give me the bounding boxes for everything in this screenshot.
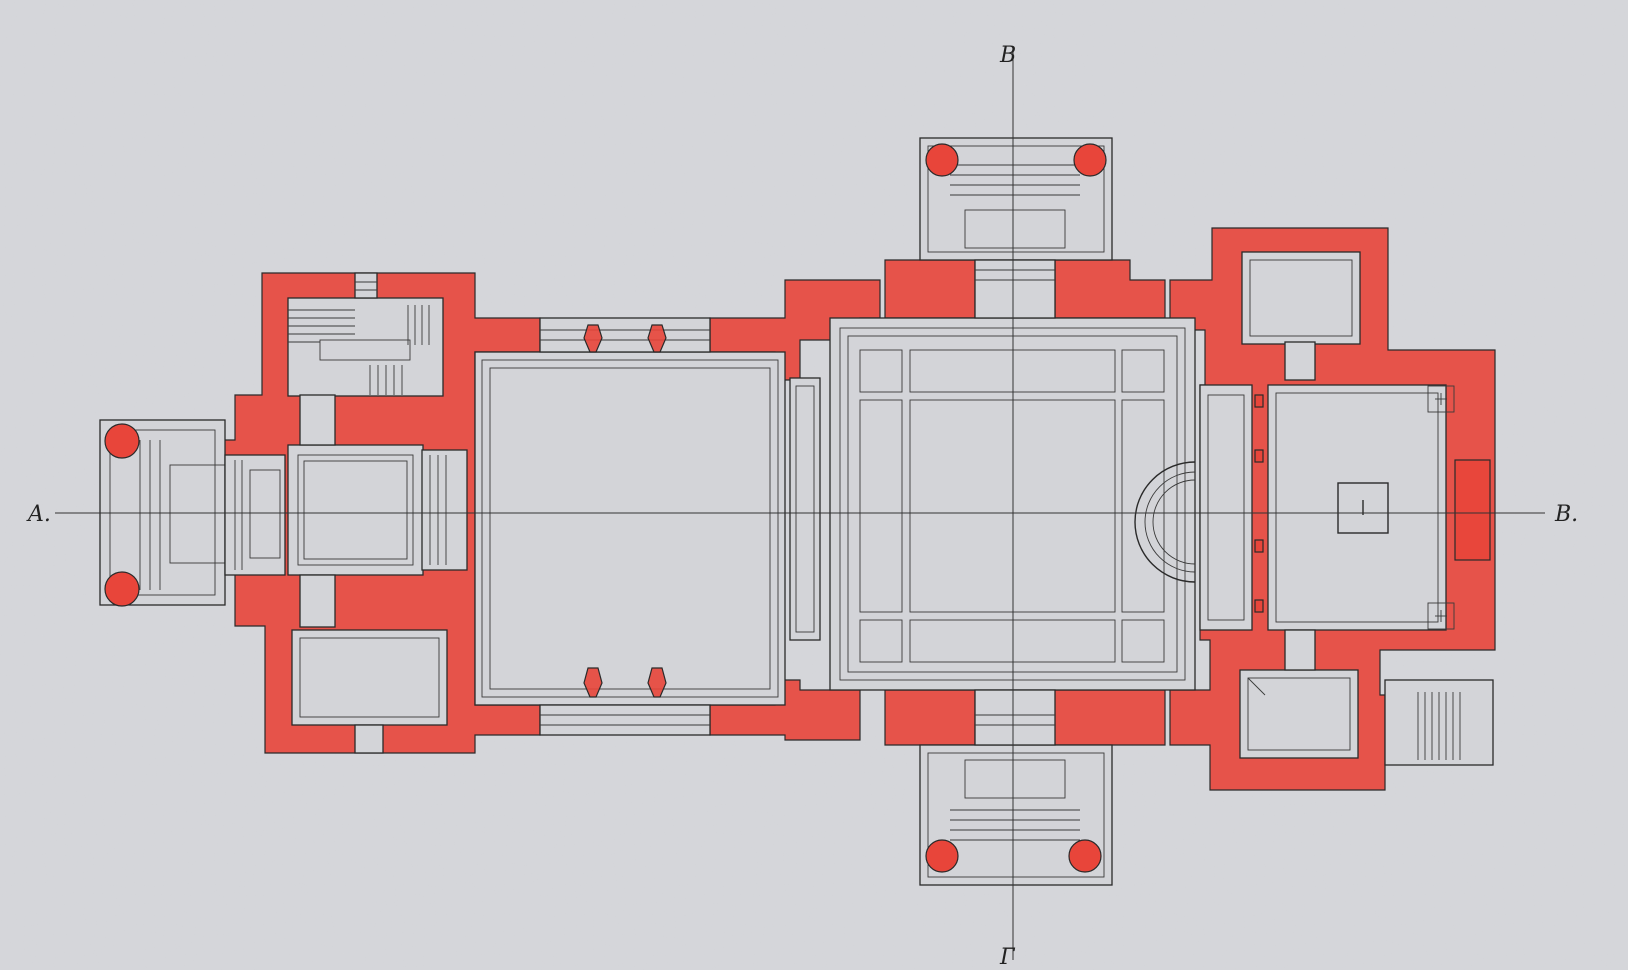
section-axes [55,50,1545,960]
north-porch-column-e [1073,143,1107,177]
axis-label-south: Г [999,945,1016,970]
portico-column-sw [104,571,140,607]
south-porch [919,689,1113,886]
nave-hall [474,351,786,706]
altar [1337,482,1389,534]
wall-crossing-nw [884,259,976,319]
west-tower-rooms [287,272,468,754]
axis-label-north: В [999,43,1016,68]
nave [474,317,821,736]
sanctuary [1267,384,1447,631]
east-rooms [1199,251,1494,766]
north-sacristy [1241,251,1361,345]
portico-column-nw [104,423,140,459]
stair-room-north [287,297,444,397]
axis-label-west: A. [26,502,51,527]
north-porch [919,137,1113,319]
south-sacristy [1239,669,1359,759]
south-porch-column-w [925,839,959,873]
wall-crossing-sw [884,689,976,746]
wall-crossing-se [1049,689,1166,746]
south-porch-column-e [1068,839,1102,873]
stair-treads [288,305,430,395]
south-tower-room [291,629,448,726]
vestibule [287,444,424,576]
axis-label-east: B. [1554,502,1578,527]
north-porch-column-w [925,143,959,177]
